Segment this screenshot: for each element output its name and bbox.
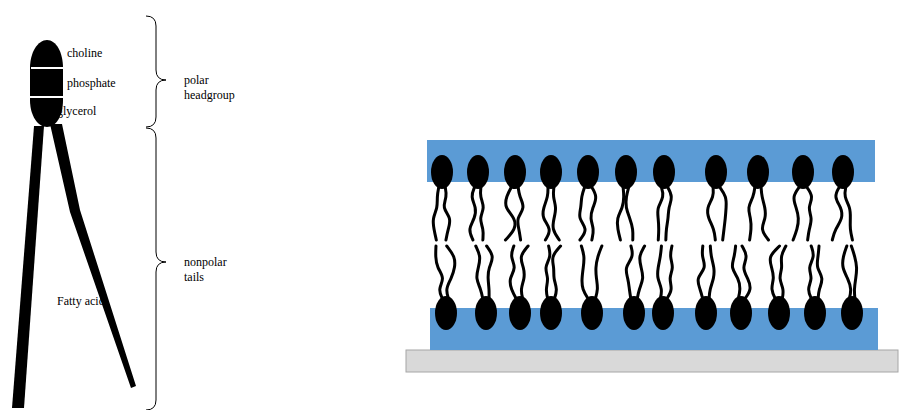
lipid-head: [841, 296, 863, 330]
lipid-tail: [793, 186, 800, 240]
lipid-tail: [658, 246, 662, 300]
fatty-acid-tail: [50, 124, 136, 388]
lipid-tail: [436, 246, 443, 300]
lipid-tail: [843, 246, 851, 300]
lipid-head: [504, 155, 526, 189]
lipid-tail: [809, 246, 814, 300]
lipid-tail: [761, 186, 768, 240]
lipid-head: [747, 155, 769, 189]
lipid-tail: [505, 186, 515, 240]
lipid-tail: [510, 246, 517, 300]
lipid-tail: [626, 246, 632, 300]
lipid-tail: [444, 186, 450, 240]
lipid-tail: [476, 246, 483, 300]
lipid-tail: [770, 246, 779, 300]
lipid-tail: [658, 186, 663, 240]
lipid-tail: [553, 246, 561, 300]
lipid-head: [581, 296, 603, 330]
part-label: glycerol: [57, 104, 137, 119]
lipid-head: [540, 296, 562, 330]
lipid-head: [431, 155, 453, 189]
part-label: polar headgroup: [184, 73, 252, 103]
lipid-head: [467, 155, 489, 189]
lipid-tail: [470, 186, 476, 240]
lipid-tail: [845, 186, 852, 240]
brace: [146, 16, 166, 127]
lipid-tail: [637, 246, 645, 300]
lipid-tail: [518, 186, 523, 240]
lipid-tail: [666, 186, 671, 240]
lipid-tail: [719, 186, 726, 240]
lipid-head: [653, 155, 675, 189]
lipid-head: [804, 296, 826, 330]
lipid-tail: [595, 246, 602, 300]
brace: [146, 128, 166, 410]
lipid-tail: [617, 186, 623, 240]
lipid-tail: [708, 186, 716, 240]
part-label: phosphate: [67, 76, 147, 91]
lipid-head: [705, 155, 727, 189]
lipid-tail: [709, 246, 714, 300]
lipid-head: [730, 296, 752, 330]
lipid-tail: [780, 246, 786, 300]
substrate: [406, 350, 898, 372]
lipid-tail: [591, 186, 596, 240]
lipid-tail: [581, 246, 589, 300]
part-label: Fatty acid: [57, 294, 147, 309]
lipid-head: [435, 296, 457, 330]
lipid-tail: [481, 186, 484, 240]
lipid-tail: [543, 186, 549, 240]
lipid-tail: [553, 186, 559, 240]
lipid-tail: [817, 246, 822, 300]
lipid-tail: [806, 186, 812, 240]
lipid-tail: [742, 246, 750, 300]
head-divider: [30, 96, 64, 98]
lipid-head: [792, 155, 814, 189]
lipid-tail: [447, 246, 455, 300]
lipid-tail: [698, 246, 704, 300]
lipid-head: [615, 155, 637, 189]
lipid-tail: [749, 186, 755, 240]
lipid-head: [832, 155, 854, 189]
head-divider: [31, 67, 63, 69]
lipid-tail: [433, 186, 439, 240]
fatty-acid-tail: [12, 126, 44, 408]
lipid-head: [652, 296, 674, 330]
lipid-head: [768, 296, 790, 330]
lipid-head: [577, 155, 599, 189]
lipid-tail: [580, 186, 585, 240]
lipid-head: [475, 296, 497, 330]
lipid-tail: [832, 186, 842, 240]
part-label: nonpolar tails: [184, 255, 242, 285]
lipid-head: [623, 296, 645, 330]
lipid-head: [540, 155, 562, 189]
part-label: choline: [67, 46, 147, 61]
lipid-tail: [626, 186, 633, 240]
lipid-tail: [546, 246, 550, 300]
lipid-tail: [666, 246, 672, 300]
lipid-tail: [487, 246, 493, 300]
lipid-head: [695, 296, 717, 330]
lipid-tail: [521, 246, 528, 300]
lipid-tail: [851, 246, 856, 300]
lipid-tail: [732, 246, 739, 300]
lipid-head: [509, 296, 531, 330]
